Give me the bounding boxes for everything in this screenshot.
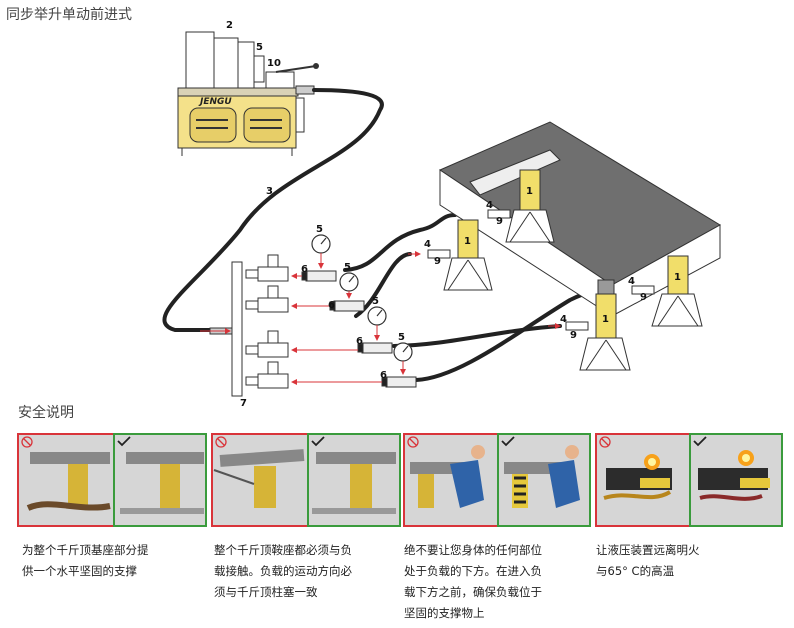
callout-5: 5 (344, 262, 351, 273)
manifold (209, 254, 289, 397)
safety-desc-line: 供一个水平坚固的支撑 (22, 564, 137, 578)
hydraulic-cylinders (443, 169, 703, 371)
callout-6: 6 (301, 264, 308, 275)
flow-arrows (200, 212, 626, 385)
safety-desc-line: 须与千斤顶柱塞一致 (214, 585, 318, 599)
safety-desc-line: 让液压装置远离明火 (596, 543, 700, 557)
callout-1: 1 (464, 236, 471, 247)
safety-desc-2: 整个千斤顶鞍座都必须与负 载接触。负载的运动方向必 须与千斤顶柱塞一致 (214, 540, 394, 603)
brand-logo-text: JENGU (198, 97, 232, 107)
callout-9: 9 (570, 330, 577, 341)
callout-9: 9 (640, 292, 647, 303)
safety-desc-line: 坚固的支撑物上 (404, 606, 485, 620)
safety-desc-line: 处于负载的下方。在进入负 (404, 564, 542, 578)
safety-desc-line: 载接触。负载的运动方向必 (214, 564, 352, 578)
safety-panel-4 (595, 433, 783, 527)
safety-title: 安全说明 (18, 405, 74, 421)
check-icon (117, 436, 707, 447)
callout-4: 4 (560, 314, 567, 325)
page-title: 同步举升单动前进式 (6, 7, 132, 23)
safety-desc-line: 与65° C的高温 (596, 564, 675, 578)
callout-4: 4 (424, 239, 431, 250)
callout-5: 5 (372, 296, 379, 307)
callout-5: 5 (256, 42, 263, 53)
safety-panel-2 (211, 433, 401, 527)
prohibited-icon (21, 436, 611, 448)
callout-6: 6 (328, 300, 335, 311)
callout-9: 9 (434, 256, 441, 267)
safety-desc-3: 绝不要让您身体的任何部位 处于负载的下方。在进入负 载下方之前，确保负载位于 坚… (404, 540, 584, 624)
cylinder-fittings (427, 209, 655, 331)
callout-10: 10 (267, 58, 281, 69)
callout-1: 1 (674, 272, 681, 283)
safety-desc-line: 绝不要让您身体的任何部位 (404, 543, 542, 557)
callout-2: 2 (226, 20, 233, 31)
callout-5: 5 (398, 332, 405, 343)
safety-desc-line: 整个千斤顶鞍座都必须与负 (214, 543, 352, 557)
safety-desc-4: 让液压装置远离明火 与65° C的高温 (596, 540, 776, 582)
callout-6: 6 (356, 336, 363, 347)
pump-unit (177, 31, 319, 156)
safety-desc-line: 为整个千斤顶基座部分提 (22, 543, 149, 557)
safety-panels (17, 433, 783, 527)
load-structure (438, 121, 721, 317)
callout-5: 5 (316, 224, 323, 235)
safety-desc-line: 载下方之前，确保负载位于 (404, 585, 542, 599)
callout-1: 1 (526, 186, 533, 197)
callout-4: 4 (628, 276, 635, 287)
callout-7: 7 (240, 398, 247, 409)
callout-6: 6 (380, 370, 387, 381)
control-valves (301, 270, 417, 388)
callout-1: 1 (602, 314, 609, 325)
callout-4: 4 (486, 200, 493, 211)
safety-panel-3 (403, 433, 591, 527)
callout-9: 9 (496, 216, 503, 227)
callout-3: 3 (266, 186, 273, 197)
safety-desc-1: 为整个千斤顶基座部分提 供一个水平坚固的支撑 (22, 540, 202, 582)
safety-panel-1 (17, 433, 207, 527)
